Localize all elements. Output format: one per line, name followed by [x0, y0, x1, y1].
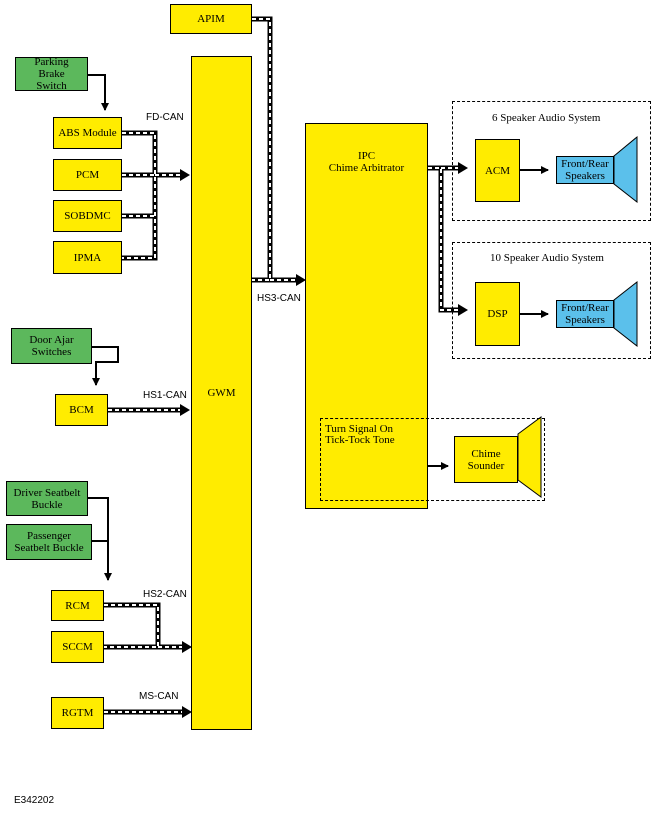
chime-cone: [517, 416, 542, 498]
ipc-module: IPC Chime Arbitrator: [305, 123, 428, 509]
ipc-subtitle: Chime Arbitrator: [328, 162, 405, 174]
bcm-module: BCM: [55, 394, 108, 426]
ipma-module: IPMA: [53, 241, 122, 274]
pcm-module: PCM: [53, 159, 122, 191]
speaker-cone-6: [613, 135, 638, 204]
chime-sounder: Chime Sounder: [454, 436, 518, 483]
ipc-title: IPC: [357, 150, 376, 162]
turn-signal-group: [320, 418, 545, 501]
ten-speaker-group-label: 10 Speaker Audio System: [490, 252, 604, 264]
speaker-cones: [613, 135, 638, 348]
rgtm-module: RGTM: [51, 697, 104, 729]
sobdmc-module: SOBDMC: [53, 200, 122, 232]
acm-module: ACM: [475, 139, 520, 202]
driver-seatbelt-buckle: Driver Seatbelt Buckle: [6, 481, 88, 516]
figure-id: E342202: [14, 795, 55, 806]
network-buses: [104, 16, 468, 718]
six-speaker-group-label: 6 Speaker Audio System: [492, 112, 601, 124]
speakers-10: Front/Rear Speakers: [556, 300, 614, 328]
turn-signal-label-line1: Turn Signal On: [325, 423, 394, 435]
hs1-can-label: HS1-CAN: [143, 390, 187, 401]
parking-brake-wire: [88, 74, 109, 111]
abs-module: ABS Module: [53, 117, 122, 149]
turn-signal-label-line2: Tick-Tock Tone: [325, 434, 395, 446]
ten-speaker-group: [452, 242, 651, 359]
driver-seatbelt-wire: [88, 497, 112, 581]
parking-brake-switch: Parking Brake Switch: [15, 56, 88, 92]
fd-can-label: FD-CAN: [146, 112, 184, 123]
dsp-module: DSP: [475, 282, 520, 346]
hs3-can-label: HS3-CAN: [257, 293, 301, 304]
passenger-seatbelt-buckle: Passenger Seatbelt Buckle: [6, 524, 92, 560]
gwm-module: GWM: [191, 56, 252, 730]
six-speaker-group: [452, 101, 651, 221]
sccm-module: SCCM: [51, 631, 104, 663]
hs2-can-label: HS2-CAN: [143, 589, 187, 600]
apim-module: APIM: [170, 4, 252, 34]
ms-can-label: MS-CAN: [139, 691, 179, 702]
speaker-cone-10: [613, 280, 638, 348]
door-ajar-wire: [92, 346, 119, 386]
speakers-6: Front/Rear Speakers: [556, 156, 614, 184]
rcm-module: RCM: [51, 590, 104, 621]
door-ajar-switches: Door Ajar Switches: [11, 328, 92, 364]
